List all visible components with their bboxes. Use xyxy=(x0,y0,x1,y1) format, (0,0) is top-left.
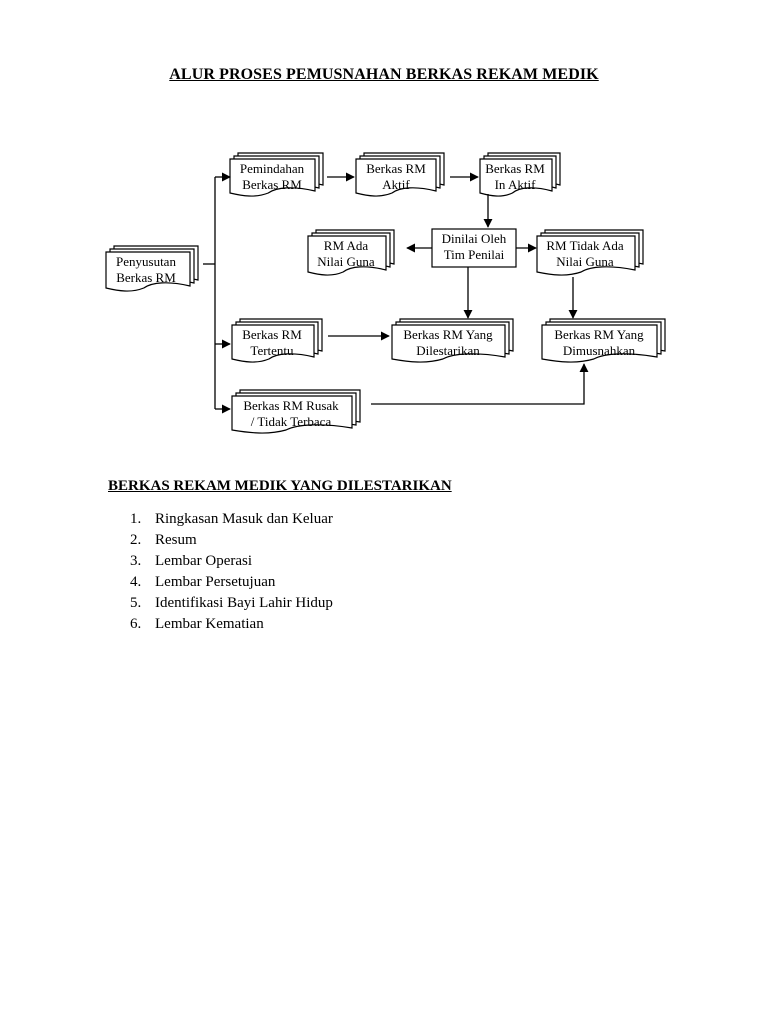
node-ada-nilai: RM Ada Nilai Guna xyxy=(317,238,375,269)
node-aktif-shape xyxy=(355,152,445,197)
node-tertentu: Berkas RM Tertentu xyxy=(242,327,302,358)
node-ada-nilai-shape xyxy=(307,229,395,276)
preserved-documents-list: 1.Ringkasan Masuk dan Keluar 2.Resum 3.L… xyxy=(108,509,333,635)
node-inaktif: Berkas RM In Aktif xyxy=(485,161,545,192)
node-tertentu-shape xyxy=(231,318,323,363)
node-dilestarikan-shape xyxy=(391,318,514,363)
node-tidak-nilai: RM Tidak Ada Nilai Guna xyxy=(546,238,624,269)
node-rusak: Berkas RM Rusak / Tidak Terbaca xyxy=(243,398,339,429)
list-item: 3.Lembar Operasi xyxy=(130,553,253,569)
node-dilestarikan: Berkas RM Yang Dilestarikan xyxy=(403,327,493,358)
node-dimusnahkan-shape xyxy=(541,318,666,363)
node-aktif: Berkas RM Aktif xyxy=(366,161,426,192)
node-penyusutan-shape xyxy=(105,245,199,292)
node-pemindahan-shape xyxy=(229,152,324,197)
list-item: 2.Resum xyxy=(130,532,197,548)
node-tidak-nilai-shape xyxy=(536,229,644,276)
flowchart xyxy=(105,152,666,434)
node-dinilai-box xyxy=(431,228,517,268)
list-item: 6.Lembar Kematian xyxy=(130,616,264,632)
node-dimusnahkan: Berkas RM Yang Dimusnahkan xyxy=(554,327,644,358)
arrow-rusak-to-dimusnahkan xyxy=(371,363,589,405)
page-title: ALUR PROSES PEMUSNAHAN BERKAS REKAM MEDI… xyxy=(169,66,599,83)
section-heading: BERKAS REKAM MEDIK YANG DILESTARIKAN xyxy=(108,478,452,494)
node-dinilai: Dinilai Oleh Tim Penilai xyxy=(441,231,507,262)
node-pemindahan: Pemindahan Berkas RM xyxy=(239,161,305,192)
list-item: 5.Identifikasi Bayi Lahir Hidup xyxy=(130,595,333,611)
node-rusak-shape xyxy=(231,389,361,434)
node-penyusutan: Penyusutan Berkas RM xyxy=(116,254,176,285)
list-item: 4.Lembar Persetujuan xyxy=(130,574,276,590)
list-item: 1.Ringkasan Masuk dan Keluar xyxy=(130,511,333,527)
node-inaktif-shape xyxy=(479,152,561,197)
